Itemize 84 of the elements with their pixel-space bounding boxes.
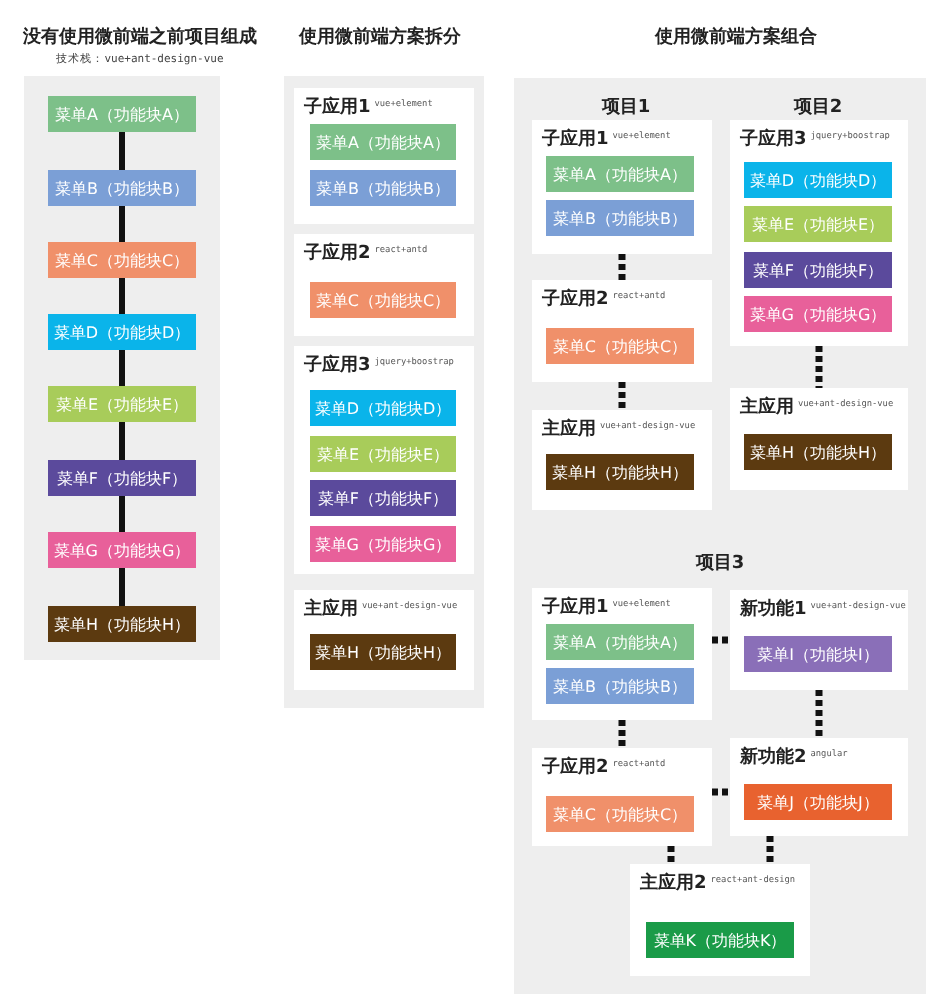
- connector-line: [766, 836, 774, 864]
- card-heading: 子应用3: [304, 352, 371, 378]
- menu-box: 菜单H（功能块H）: [310, 634, 456, 670]
- menu-box: 菜单K（功能块K）: [646, 922, 794, 958]
- card-heading: 主应用: [304, 596, 358, 622]
- heading: 使用微前端方案组合: [655, 26, 817, 50]
- connector-line: [119, 496, 125, 532]
- connector-line: [618, 254, 626, 280]
- connector-line: [815, 346, 823, 388]
- panel-background: [24, 76, 220, 660]
- card-heading: 主应用2: [640, 870, 707, 896]
- menu-box: 菜单E（功能块E）: [744, 206, 892, 242]
- heading: 使用微前端方案拆分: [299, 26, 461, 50]
- menu-box: 菜单C（功能块C）: [48, 242, 196, 278]
- menu-box: 菜单J（功能块J）: [744, 784, 892, 820]
- card-heading: 子应用2: [542, 286, 609, 312]
- menu-box: 菜单I（功能块I）: [744, 636, 892, 672]
- menu-box: 菜单D（功能块D）: [310, 390, 456, 426]
- app-card: [532, 120, 712, 254]
- menu-box: 菜单A（功能块A）: [310, 124, 456, 160]
- card-heading: 子应用2: [542, 754, 609, 780]
- card-heading: 子应用2: [304, 240, 371, 266]
- app-card: [294, 234, 474, 336]
- menu-box: 菜单G（功能块G）: [48, 532, 196, 568]
- connector-line: [119, 422, 125, 460]
- heading: 没有使用微前端之前项目组成: [23, 26, 257, 50]
- menu-box: 菜单D（功能块D）: [48, 314, 196, 350]
- menu-box: 菜单F（功能块F）: [310, 480, 456, 516]
- connector-line: [667, 846, 675, 864]
- connector-line: [815, 690, 823, 738]
- app-card: [532, 748, 712, 846]
- card-heading: 子应用3: [740, 126, 807, 152]
- connector-line: [712, 788, 730, 796]
- connector-line: [119, 132, 125, 170]
- menu-box: 菜单G（功能块G）: [744, 296, 892, 332]
- menu-box: 菜单B（功能块B）: [546, 668, 694, 704]
- menu-box: 菜单A（功能块A）: [48, 96, 196, 132]
- app-card: [630, 864, 810, 976]
- app-card: [730, 120, 908, 346]
- panel-background: [284, 76, 484, 708]
- connector-line: [119, 206, 125, 242]
- menu-box: 菜单B（功能块B）: [310, 170, 456, 206]
- app-card: [532, 410, 712, 510]
- card-heading: 新功能1: [740, 596, 807, 622]
- menu-box: 菜单B（功能块B）: [48, 170, 196, 206]
- card-heading: 子应用1: [304, 94, 371, 120]
- connector-line: [119, 568, 125, 606]
- app-card: [730, 590, 908, 690]
- connector-line: [618, 382, 626, 410]
- menu-box: 菜单C（功能块C）: [546, 796, 694, 832]
- connector-line: [618, 720, 626, 748]
- app-card: [730, 388, 908, 490]
- heading: 项目1: [601, 96, 651, 120]
- menu-box: 菜单E（功能块E）: [310, 436, 456, 472]
- menu-box: 菜单F（功能块F）: [48, 460, 196, 496]
- app-card: [294, 346, 474, 574]
- card-heading: 新功能2: [740, 744, 807, 770]
- app-card: [532, 280, 712, 382]
- menu-box: 菜单B（功能块B）: [546, 200, 694, 236]
- app-card: [730, 738, 908, 836]
- menu-box: 菜单D（功能块D）: [744, 162, 892, 198]
- panel-background: [514, 78, 926, 994]
- card-heading: 子应用1: [542, 594, 609, 620]
- menu-box: 菜单E（功能块E）: [48, 386, 196, 422]
- connector-line: [712, 636, 730, 644]
- menu-box: 菜单H（功能块H）: [546, 454, 694, 490]
- app-card: [532, 588, 712, 720]
- menu-box: 菜单F（功能块F）: [744, 252, 892, 288]
- menu-box: 菜单C（功能块C）: [546, 328, 694, 364]
- connector-line: [119, 350, 125, 386]
- app-card: [294, 88, 474, 224]
- heading: 项目3: [695, 552, 745, 576]
- menu-box: 菜单G（功能块G）: [310, 526, 456, 562]
- connector-line: [119, 278, 125, 314]
- card-heading: 子应用1: [542, 126, 609, 152]
- menu-box: 菜单C（功能块C）: [310, 282, 456, 318]
- heading: 项目2: [793, 96, 843, 120]
- menu-box: 菜单H（功能块H）: [744, 434, 892, 470]
- app-card: [294, 590, 474, 690]
- menu-box: 菜单A（功能块A）: [546, 624, 694, 660]
- menu-box: 菜单A（功能块A）: [546, 156, 694, 192]
- card-heading: 主应用: [740, 394, 794, 420]
- menu-box: 菜单H（功能块H）: [48, 606, 196, 642]
- card-heading: 主应用: [542, 416, 596, 442]
